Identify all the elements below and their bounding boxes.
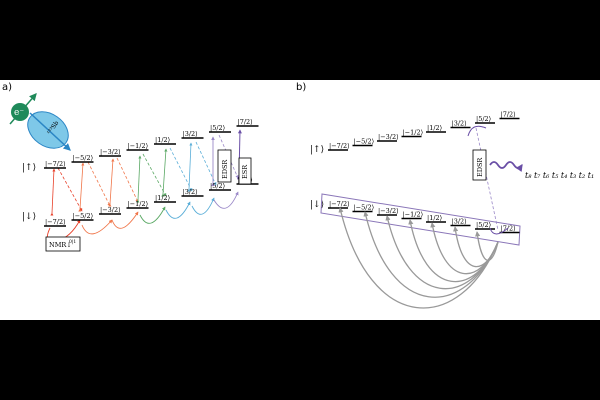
nmr-down-curve-7 xyxy=(213,191,239,209)
a-down-level-label-6: |5/2⟩ xyxy=(210,182,225,190)
a-up-level-label-7: |7/2⟩ xyxy=(238,118,253,126)
a-up-level-label-2: |−3/2⟩ xyxy=(100,148,121,156)
b-down-level-label-1: |−5/2⟩ xyxy=(354,204,375,212)
edsr-label-box-a: EDSR xyxy=(217,149,232,183)
edsr-label-a: EDSR xyxy=(221,159,229,179)
b-up-level-label-6: |5/2⟩ xyxy=(476,115,491,123)
a-down-level-label-5: |3/2⟩ xyxy=(183,188,198,196)
flip-flop-arrow-4 xyxy=(142,153,167,197)
flip-flop-arrow-2 xyxy=(87,161,111,207)
b-down-level-label-2: |−3/2⟩ xyxy=(378,207,399,215)
nuclear-spin-arrow xyxy=(29,112,71,151)
a-up-level-label-6: |5/2⟩ xyxy=(210,124,225,132)
electron-nucleus-illustration: e⁻ ¹²³Sb xyxy=(9,93,71,151)
nmr-up-arrow-3 xyxy=(108,158,115,207)
time-sequence: t₈ t₇ t₆ t₅ t₄ t₃ t₂ t₁ xyxy=(525,171,594,180)
a-up-level-label-0: |−7/2⟩ xyxy=(45,160,66,168)
a-down-level-label-2: |−3/2⟩ xyxy=(100,206,121,214)
gray-arc-1 xyxy=(338,207,499,309)
down-manifold-box xyxy=(320,193,521,246)
gray-arc-5 xyxy=(430,222,499,275)
a-down-level-label-1: |−5/2⟩ xyxy=(73,212,94,220)
esr-label: ESR xyxy=(241,164,249,179)
edsr-loop-top xyxy=(467,125,487,137)
nmr-sub-label: 0|1 xyxy=(69,239,76,245)
nmr-up-arrow-1 xyxy=(50,168,56,216)
flip-flop-arrow-6 xyxy=(195,141,217,186)
microwave-pulse-arrow xyxy=(489,161,523,172)
panel-a-transitions xyxy=(46,129,242,242)
panel-b-label: b) xyxy=(296,82,306,93)
nmr-down-curve-6 xyxy=(191,197,215,215)
gray-arc-6 xyxy=(453,226,499,268)
a-down-level-label-4: |1/2⟩ xyxy=(155,194,170,202)
nmr-down-curve-2 xyxy=(81,219,113,235)
a-down-level-label-3: |−1/2⟩ xyxy=(128,200,149,208)
panel-b-down-levels: |−7/2⟩|−5/2⟩|−3/2⟩|−1/2⟩|1/2⟩|3/2⟩|5/2⟩|… xyxy=(328,200,520,234)
edsr-dashed-line xyxy=(475,127,499,231)
b-down-level-label-6: |5/2⟩ xyxy=(476,221,491,229)
flip-flop-arrow-1 xyxy=(57,167,83,212)
flip-flop-arrow-7 xyxy=(218,134,239,179)
panel-b-spin-up: |↑⟩ xyxy=(310,145,324,155)
nmr-up-arrow-4 xyxy=(136,155,142,203)
panel-a-spin-up: |↑⟩ xyxy=(22,163,36,173)
nmr-label: NMR↓ xyxy=(49,241,72,249)
nmr-down-curve-4 xyxy=(139,206,166,224)
a-up-level-label-4: |1/2⟩ xyxy=(155,136,170,144)
a-down-level-label-0: |−7/2⟩ xyxy=(45,218,66,226)
edsr-loop-bottom xyxy=(489,227,509,235)
b-up-level-label-5: |3/2⟩ xyxy=(452,120,467,128)
b-down-level-label-0: |−7/2⟩ xyxy=(329,200,350,208)
panel-a-spin-down: |↓⟩ xyxy=(22,212,36,222)
panel-b-spin-down: |↓⟩ xyxy=(310,200,324,210)
electron-label: e⁻ xyxy=(14,108,24,118)
figure-panel: a) e⁻ ¹²³Sb |↑⟩ |↓⟩ xyxy=(0,80,600,320)
b-down-level-label-4: |1/2⟩ xyxy=(427,214,442,222)
b-up-level-label-0: |−7/2⟩ xyxy=(329,142,350,150)
panel-a-label: a) xyxy=(2,82,12,93)
a-up-level-label-1: |−5/2⟩ xyxy=(73,154,94,162)
panel-b-gray-arcs xyxy=(338,207,499,309)
panel-b-up-levels: |−7/2⟩ |−5/2⟩|−3/2⟩ |−1/2⟩|1/2⟩ |3/2⟩ |5/2⟩ |… xyxy=(328,111,520,151)
a-up-level-label-3: |−1/2⟩ xyxy=(128,142,149,150)
b-up-level-label-1: |−5/2⟩ xyxy=(354,138,375,146)
flip-flop-arrow-3 xyxy=(116,157,139,203)
b-down-level-label-5: |3/2⟩ xyxy=(452,218,467,226)
flip-flop-arrow-5 xyxy=(169,147,193,192)
nmr-down-curve-3 xyxy=(111,211,139,229)
nmr-up-arrow-5 xyxy=(161,148,168,197)
b-up-level-label-4: |1/2⟩ xyxy=(427,124,442,132)
energy-level-diagram: a) e⁻ ¹²³Sb |↑⟩ |↓⟩ xyxy=(2,82,594,309)
nmr-down-curve-5 xyxy=(165,201,191,219)
nmr-up-arrow-6 xyxy=(187,142,193,192)
b-down-level-label-3: |−1/2⟩ xyxy=(403,211,424,219)
a-up-level-label-5: |3/2⟩ xyxy=(183,130,198,138)
nmr-label-box: NMR↓ 0|1 xyxy=(45,236,81,252)
electron-spin-arrow xyxy=(9,93,37,125)
edsr-label-box-b: EDSR xyxy=(472,149,487,181)
nmr-up-arrow-2 xyxy=(78,162,85,212)
b-up-level-label-7: |7/2⟩ xyxy=(501,111,516,119)
b-up-level-label-2: |−3/2⟩ xyxy=(378,133,399,141)
panel-a-up-levels: |−7/2⟩ |−5/2⟩ |−3/2⟩ |−1/2⟩ |1/2⟩ |3/2⟩ |5/2⟩ |… xyxy=(44,118,259,169)
edsr-label-b: EDSR xyxy=(476,157,484,177)
esr-label-box: ESR xyxy=(238,157,252,185)
gray-arc-7 xyxy=(475,231,499,262)
b-up-level-label-3: |−1/2⟩ xyxy=(403,129,424,137)
